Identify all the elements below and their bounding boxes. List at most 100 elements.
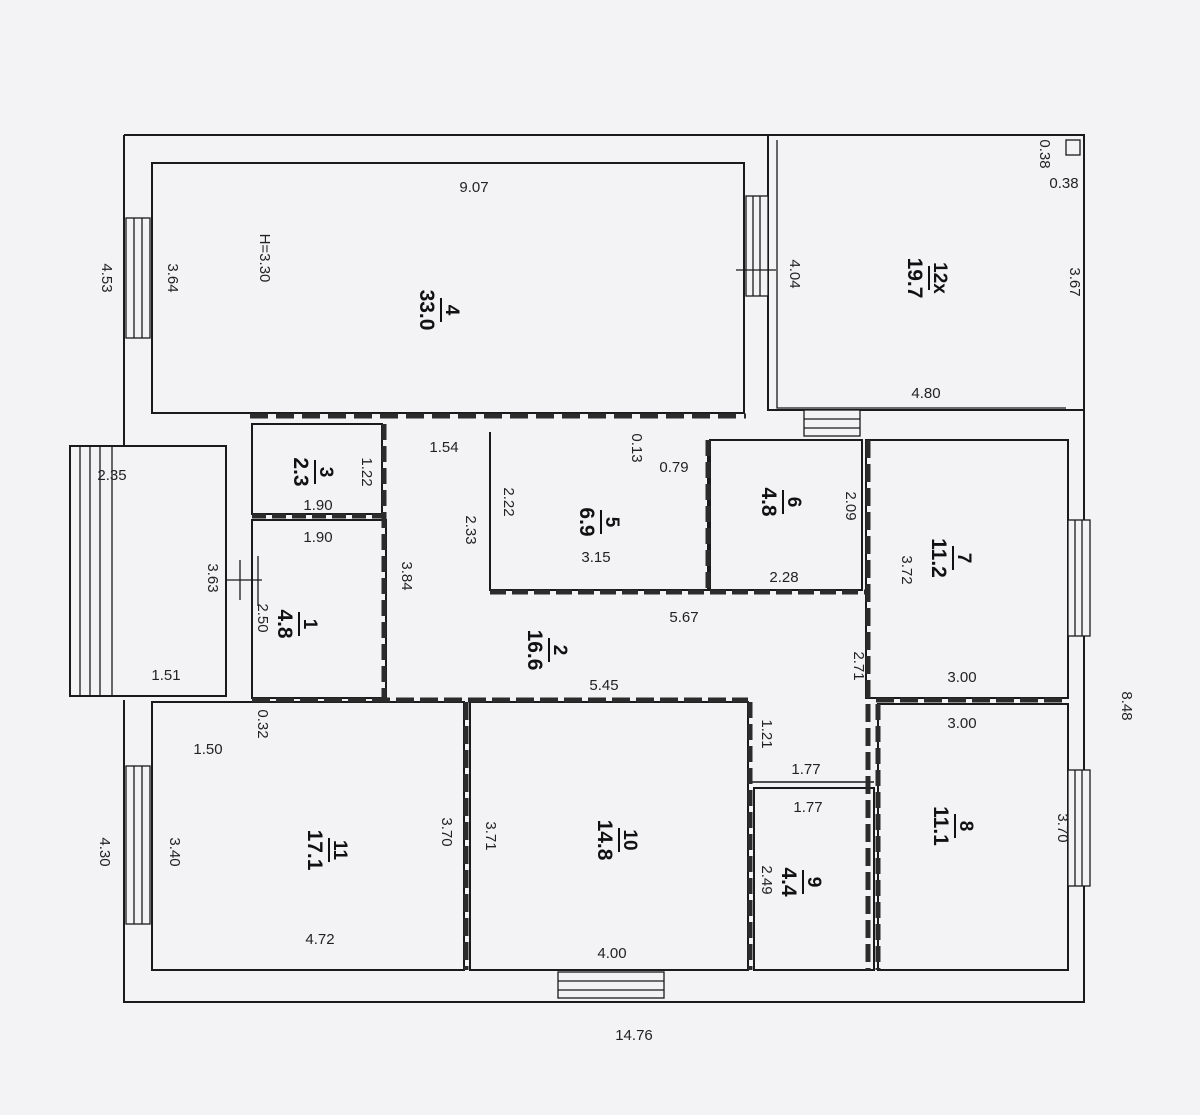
room-8-area: 11.1 — [929, 806, 952, 846]
room-8-number: 8 — [955, 821, 976, 832]
room-9-number: 9 — [803, 877, 824, 888]
chimney-outline — [1065, 139, 1081, 156]
room-11-area: 17.1 — [303, 830, 326, 871]
room-2-label: 216.6 — [523, 630, 570, 671]
room-9-label: 94.4 — [777, 867, 824, 897]
dim-room11-right: 3.70 — [438, 817, 455, 846]
dim-room11-step: 0.32 — [254, 709, 271, 738]
porch-outline — [69, 445, 227, 697]
dim-room9-left: 2.49 — [758, 865, 775, 894]
room-6-outline — [709, 439, 863, 591]
dim-room10-left: 3.71 — [482, 821, 499, 850]
room-11-number: 11 — [329, 840, 350, 861]
dim-room10-bottom: 4.00 — [597, 945, 626, 962]
dim-room4-right: 4.04 — [786, 259, 803, 288]
dim-room1-top: 1.90 — [303, 529, 332, 546]
room-5-area: 6.9 — [575, 507, 598, 536]
room-10-number: 10 — [619, 829, 640, 850]
dim-room5-left: 2.22 — [500, 487, 517, 516]
room-5-outline — [489, 432, 709, 591]
window-left-bottom — [125, 765, 151, 925]
dim-room12-right: 3.67 — [1066, 267, 1083, 296]
room-1-number: 1 — [299, 619, 320, 630]
room-3-area: 2.3 — [289, 457, 312, 486]
room-4-area: 33.0 — [415, 290, 438, 331]
dim-room11-left-inner: 3.40 — [166, 837, 183, 866]
room-8-outline — [877, 703, 1069, 971]
dim-room7-left: 3.72 — [898, 555, 915, 584]
dim-room12-top-v: 0.38 — [1036, 139, 1053, 168]
dim-ceiling-height: H=3.30 — [256, 234, 273, 283]
dim-porch-top: 2.35 — [97, 467, 126, 484]
room-4-number: 4 — [441, 305, 462, 316]
room-12x-area: 19.7 — [903, 258, 926, 299]
dim-room11-top: 1.50 — [193, 741, 222, 758]
dim-porch-height: 3.63 — [204, 563, 221, 592]
room-3-number: 3 — [315, 467, 336, 478]
dim-hall-right: 2.71 — [850, 651, 867, 680]
room-5-number: 5 — [601, 517, 622, 528]
room-5-label: 56.9 — [575, 507, 622, 536]
window-12x-bottom — [803, 409, 861, 437]
room-7-label: 711.2 — [927, 538, 974, 578]
dim-room4-left-outer: 4.53 — [98, 263, 115, 292]
dim-room9-top-b: 1.77 — [793, 799, 822, 816]
dim-hall-top: 1.54 — [429, 439, 458, 456]
dim-room6-bottom: 2.28 — [769, 569, 798, 586]
room-4-label: 433.0 — [415, 290, 462, 331]
dim-hall-width-low: 5.45 — [589, 677, 618, 694]
dim-hall-width-mid: 5.67 — [669, 609, 698, 626]
dim-room11-bottom: 4.72 — [305, 931, 334, 948]
dim-room8-right: 3.70 — [1054, 813, 1071, 842]
dim-hall-left: 2.33 — [462, 515, 479, 544]
room-7-outline — [865, 439, 1069, 699]
room-3-label: 32.3 — [289, 457, 336, 486]
room-1-area: 4.8 — [273, 609, 296, 639]
dim-room7-bottom: 3.00 — [947, 669, 976, 686]
dim-room3-bottom: 1.90 — [303, 497, 332, 514]
room-4-outline — [151, 162, 745, 414]
dim-room8-top: 3.00 — [947, 715, 976, 732]
room-2-area: 16.6 — [523, 630, 546, 671]
dim-room4-left-inner: 3.64 — [164, 263, 181, 292]
dim-room9-top-a: 1.77 — [791, 761, 820, 778]
room-7-area: 11.2 — [927, 538, 950, 578]
dim-room4-top: 9.07 — [459, 179, 488, 196]
room-2-number: 2 — [549, 645, 570, 656]
room-8-label: 811.1 — [929, 806, 976, 846]
dim-room1-right: 3.84 — [398, 561, 415, 590]
window-left-top — [125, 217, 151, 339]
room-6-area: 4.8 — [757, 487, 780, 517]
dim-room1-left: 2.50 — [254, 603, 271, 632]
room-1-outline — [251, 519, 387, 699]
window-right-bottom — [1067, 769, 1091, 887]
dim-room11-left-outer: 4.30 — [96, 837, 113, 866]
room-6-label: 64.8 — [757, 487, 804, 517]
dim-room3-right: 1.22 — [358, 457, 375, 486]
room-9-area: 4.4 — [777, 867, 800, 897]
dim-room12-top-h: 0.38 — [1049, 175, 1078, 192]
room-10-area: 14.8 — [593, 820, 616, 861]
window-room4-right — [745, 195, 769, 297]
room-6-number: 6 — [783, 497, 804, 508]
dim-room6-right: 2.09 — [842, 491, 859, 520]
room-7-number: 7 — [953, 553, 974, 564]
room-1-label: 14.8 — [273, 609, 320, 639]
window-bottom — [557, 971, 665, 999]
dim-porch-bottom: 1.51 — [151, 667, 180, 684]
window-right-top — [1067, 519, 1091, 637]
dim-hall-step-h: 0.79 — [659, 459, 688, 476]
dim-total-width: 14.76 — [615, 1027, 653, 1044]
outer-wall — [123, 134, 1085, 1003]
dim-corridor-v: 1.21 — [758, 719, 775, 748]
dim-total-height-right: 8.48 — [1118, 691, 1135, 720]
room-12x-number: 12х — [929, 262, 950, 294]
room-9-outline — [753, 787, 875, 971]
dim-room12-bottom: 4.80 — [911, 385, 940, 402]
dim-hall-step-v: 0.13 — [628, 433, 645, 462]
dim-room5-bottom: 3.15 — [581, 549, 610, 566]
